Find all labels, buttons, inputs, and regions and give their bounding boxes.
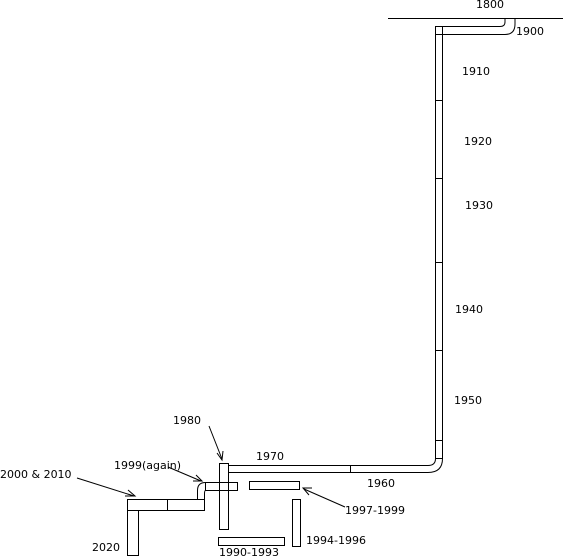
label-1980: 1980 bbox=[173, 414, 201, 427]
label-2020: 2020 bbox=[92, 541, 120, 554]
horizontal-pipe-1970 bbox=[228, 465, 351, 473]
arrowhead-1999-again bbox=[193, 474, 204, 482]
top-hook-segment bbox=[435, 18, 516, 35]
piece-1994-1996 bbox=[292, 499, 301, 547]
pipe-2000 bbox=[127, 499, 168, 511]
arrow-1997-1999 bbox=[303, 488, 346, 508]
arrowhead-1997-1999 bbox=[301, 487, 312, 496]
label-1999-again: 1999(again) bbox=[114, 459, 182, 472]
piece-1997-1999 bbox=[249, 481, 300, 490]
label-1800: 1800 bbox=[476, 0, 504, 11]
label-1940: 1940 bbox=[455, 303, 483, 316]
pipe-2010 bbox=[167, 499, 205, 511]
label-2000-2010: 2000 & 2010 bbox=[0, 468, 72, 481]
label-1920: 1920 bbox=[464, 135, 492, 148]
label-1930: 1930 bbox=[465, 199, 493, 212]
arrow-1999-again bbox=[167, 466, 202, 482]
label-1960: 1960 bbox=[367, 477, 395, 490]
label-1990-1993: 1990-1993 bbox=[219, 546, 279, 559]
label-1970: 1970 bbox=[256, 450, 284, 463]
stub-1980 bbox=[219, 463, 229, 530]
arrowhead-2000-2010 bbox=[125, 489, 137, 497]
arrow-1980 bbox=[208, 425, 223, 460]
label-1950: 1950 bbox=[454, 394, 482, 407]
label-1910: 1910 bbox=[462, 65, 490, 78]
pipe-2020 bbox=[127, 510, 139, 556]
elbow-1960 bbox=[350, 458, 443, 473]
label-1997-1999: 1997-1999 bbox=[345, 504, 405, 517]
piece-1999-again bbox=[205, 482, 238, 491]
arrow-2000-2010 bbox=[76, 477, 135, 497]
arrowhead-1980 bbox=[216, 450, 224, 462]
elbow-1999-again bbox=[197, 482, 206, 500]
piece-1990-1993 bbox=[218, 537, 285, 546]
label-1994-1996: 1994-1996 bbox=[306, 534, 366, 547]
vertical-pipe bbox=[435, 26, 443, 459]
label-1900: 1900 bbox=[516, 25, 544, 38]
